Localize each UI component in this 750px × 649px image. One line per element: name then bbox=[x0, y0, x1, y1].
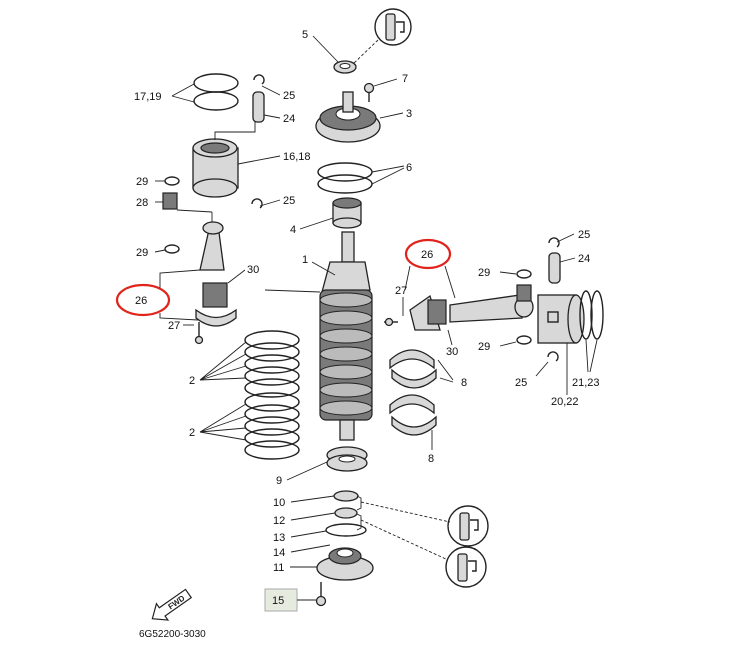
part-1-crankshaft bbox=[264, 231, 373, 441]
part-11-lower-housing bbox=[290, 547, 374, 581]
label-1: 1 bbox=[302, 254, 308, 266]
part-4-ball-bearing bbox=[299, 197, 362, 230]
label-9: 9 bbox=[276, 475, 282, 487]
part-2-seal-rings bbox=[199, 330, 300, 460]
connecting-rod-right bbox=[447, 294, 534, 346]
part-29-washer-d bbox=[499, 335, 532, 347]
label-29-c: 29 bbox=[478, 267, 490, 279]
part-28-needle-bearing bbox=[155, 192, 178, 210]
label-28-a: 28 bbox=[136, 197, 148, 209]
label-27-b: 27 bbox=[395, 285, 407, 297]
label-4: 4 bbox=[290, 224, 296, 236]
part-28-bearing-right bbox=[516, 284, 532, 302]
label-14: 14 bbox=[273, 547, 285, 559]
label-15: 15 bbox=[272, 595, 284, 607]
label-25-c: 25 bbox=[578, 229, 590, 241]
part-15-bolt bbox=[264, 582, 327, 612]
label-30-a: 30 bbox=[247, 264, 259, 276]
part-3-upper-bearing-housing bbox=[315, 91, 404, 143]
label-10: 10 bbox=[273, 497, 285, 509]
label-17-19: 17,19 bbox=[134, 91, 162, 103]
part-8-bearing-halves-upper bbox=[389, 349, 454, 389]
label-27-a: 27 bbox=[168, 320, 180, 332]
label-29-d: 29 bbox=[478, 341, 490, 353]
label-7: 7 bbox=[402, 73, 408, 85]
part-29-washer-c bbox=[499, 269, 532, 279]
label-25-a: 25 bbox=[283, 90, 295, 102]
label-11: 11 bbox=[273, 562, 284, 574]
label-13: 13 bbox=[273, 532, 285, 544]
label-6: 6 bbox=[406, 162, 412, 174]
fwd-arrow-icon: FWD bbox=[151, 588, 193, 621]
label-16-18: 16,18 bbox=[283, 151, 311, 163]
part-24-piston-pin-upper bbox=[252, 91, 281, 123]
label-25-d: 25 bbox=[515, 377, 527, 389]
label-24-a: 24 bbox=[283, 113, 295, 125]
label-24-b: 24 bbox=[578, 253, 590, 265]
parts-10-14-seals bbox=[290, 490, 367, 553]
label-8-a: 8 bbox=[461, 377, 467, 389]
part-16-18-piston bbox=[192, 121, 281, 198]
part-25-clip-lower bbox=[251, 198, 281, 209]
conrod-cap-left bbox=[195, 308, 237, 327]
label-2-lower: 2 bbox=[189, 427, 195, 439]
label-26-b: 26 bbox=[421, 249, 433, 261]
label-30-b: 30 bbox=[446, 346, 458, 358]
part-27-bolt-right bbox=[384, 297, 404, 327]
conrod-cap-right bbox=[409, 294, 447, 331]
label-3: 3 bbox=[406, 108, 412, 120]
label-29-b: 29 bbox=[136, 247, 148, 259]
label-2-upper: 2 bbox=[189, 375, 195, 387]
part-29-washer-b bbox=[154, 244, 180, 254]
part-25-clip-right-upper bbox=[548, 233, 575, 248]
part-25-clip-upper bbox=[253, 74, 281, 96]
label-25-b: 25 bbox=[283, 195, 295, 207]
connecting-rod-left bbox=[176, 209, 225, 271]
part-25-clip-right-lower bbox=[535, 351, 559, 377]
doc-code: 6G52200-3030 bbox=[139, 629, 206, 640]
label-8-b: 8 bbox=[428, 453, 434, 465]
part-8-bearing-halves-lower bbox=[389, 394, 437, 450]
part-labels: 5 7 3 6 4 1 2 2 9 10 12 13 14 11 15 17,1… bbox=[134, 29, 600, 607]
part-30-bearing-left bbox=[202, 269, 246, 308]
part-9-lower-bearing bbox=[286, 446, 368, 481]
part-21-23-piston-rings-right bbox=[579, 290, 604, 373]
part-7-bolt bbox=[363, 78, 398, 102]
label-26-a: 26 bbox=[135, 295, 147, 307]
label-5: 5 bbox=[302, 29, 308, 41]
label-20-22: 20,22 bbox=[551, 396, 579, 408]
part-6-o-rings bbox=[317, 162, 405, 194]
part-26-highlight-left bbox=[115, 269, 201, 321]
sealant-callout-top bbox=[351, 8, 412, 66]
part-27-bolt-left bbox=[183, 322, 204, 345]
part-24-piston-pin-right bbox=[548, 252, 576, 284]
part-29-washer-a bbox=[155, 176, 180, 186]
part-26-highlight-right bbox=[404, 238, 456, 299]
label-21-23: 21,23 bbox=[572, 377, 600, 389]
part-5-oil-seal bbox=[312, 35, 357, 74]
part-17-19-piston-rings bbox=[171, 73, 239, 111]
sealant-callout-bottom-1 bbox=[356, 495, 489, 547]
label-12: 12 bbox=[273, 515, 285, 527]
label-29-a: 29 bbox=[136, 176, 148, 188]
sealant-callout-bottom-2 bbox=[356, 513, 487, 588]
